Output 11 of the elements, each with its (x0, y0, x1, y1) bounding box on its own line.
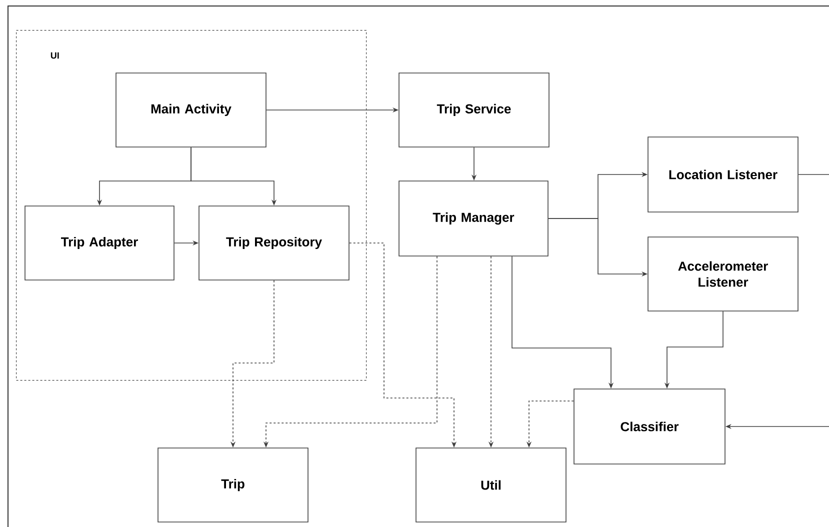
class-box: Location Listener (648, 136, 798, 212)
class-box: Trip (158, 448, 308, 522)
connector-line (798, 174, 829, 175)
class-box: Trip Manager (398, 180, 548, 256)
class-box: Trip Adapter (24, 206, 174, 280)
class-box: Trip Service (398, 72, 550, 148)
class-box: Accelerometer Listener (648, 236, 798, 312)
class-box: Classifier (574, 388, 726, 464)
class-box: Trip Repository (198, 206, 350, 280)
class-box: Main Activity (116, 72, 266, 148)
class-box: Util (416, 448, 566, 522)
